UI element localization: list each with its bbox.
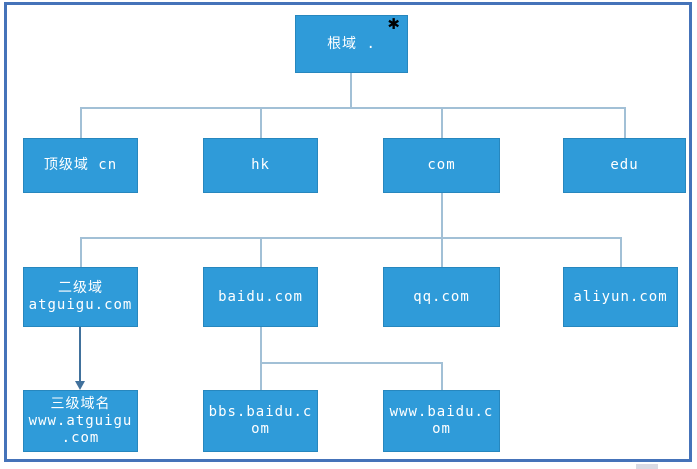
connector-level2-bus xyxy=(80,107,626,109)
node-tld-cn: 顶级域 cn xyxy=(23,138,138,193)
connector-drop-edu xyxy=(624,107,626,138)
connector-drop-atguigu xyxy=(80,237,82,267)
node-root-domain: ✱ 根域 . xyxy=(295,15,408,73)
node-www-baidu: www.baidu.c om xyxy=(383,390,500,452)
connector-com-down xyxy=(441,193,443,239)
connector-drop-com xyxy=(441,107,443,138)
node-label: www.baidu.c xyxy=(389,404,494,420)
node-label: edu xyxy=(610,157,639,173)
node-label: www.atguigu xyxy=(28,412,133,429)
node-sld-qq: qq.com xyxy=(383,267,500,327)
node-label: aliyun.com xyxy=(573,288,668,305)
connector-level3-bus xyxy=(80,237,622,239)
node-label: 二级域 xyxy=(58,280,103,296)
connector-drop-cn xyxy=(80,107,82,138)
connector-level4-branch xyxy=(260,362,442,364)
connector-baidu-down xyxy=(260,327,262,390)
node-sld-atguigu: 二级域 atguigu.com xyxy=(23,267,138,327)
node-label: baidu.com xyxy=(218,288,303,305)
node-tld-edu: edu xyxy=(563,138,686,193)
connector-drop-baidu xyxy=(260,237,262,267)
connector-drop-hk xyxy=(260,107,262,138)
node-label: qq.com xyxy=(413,288,470,305)
node-third-level-name: 三级域名 www.atguigu .com xyxy=(23,390,138,452)
node-sld-aliyun: aliyun.com xyxy=(563,267,678,327)
node-label: 三级域名 xyxy=(50,395,111,412)
node-label: hk xyxy=(251,157,270,173)
arrow-atguigu-to-third xyxy=(79,327,81,382)
node-tld-hk: hk xyxy=(203,138,318,193)
connector-root-down xyxy=(350,73,352,108)
node-label: com xyxy=(427,157,456,173)
node-sld-baidu: baidu.com xyxy=(203,267,318,327)
node-label: .com xyxy=(61,429,100,446)
star-icon: ✱ xyxy=(387,15,400,33)
connector-drop-www xyxy=(441,362,443,390)
node-label: atguigu.com xyxy=(28,297,133,313)
connector-drop-aliyun xyxy=(620,237,622,267)
node-tld-com: com xyxy=(383,138,500,193)
connector-drop-qq xyxy=(441,237,443,267)
node-label: om xyxy=(251,421,270,437)
node-label: 根域 . xyxy=(327,35,376,52)
node-label: om xyxy=(432,421,451,437)
resize-handle-chip xyxy=(636,464,658,469)
node-bbs-baidu: bbs.baidu.c om xyxy=(203,390,318,452)
diagram-frame-border xyxy=(4,2,692,462)
node-label: bbs.baidu.c xyxy=(208,404,313,420)
node-label: 顶级域 cn xyxy=(43,157,118,173)
arrow-head-icon xyxy=(75,381,85,390)
